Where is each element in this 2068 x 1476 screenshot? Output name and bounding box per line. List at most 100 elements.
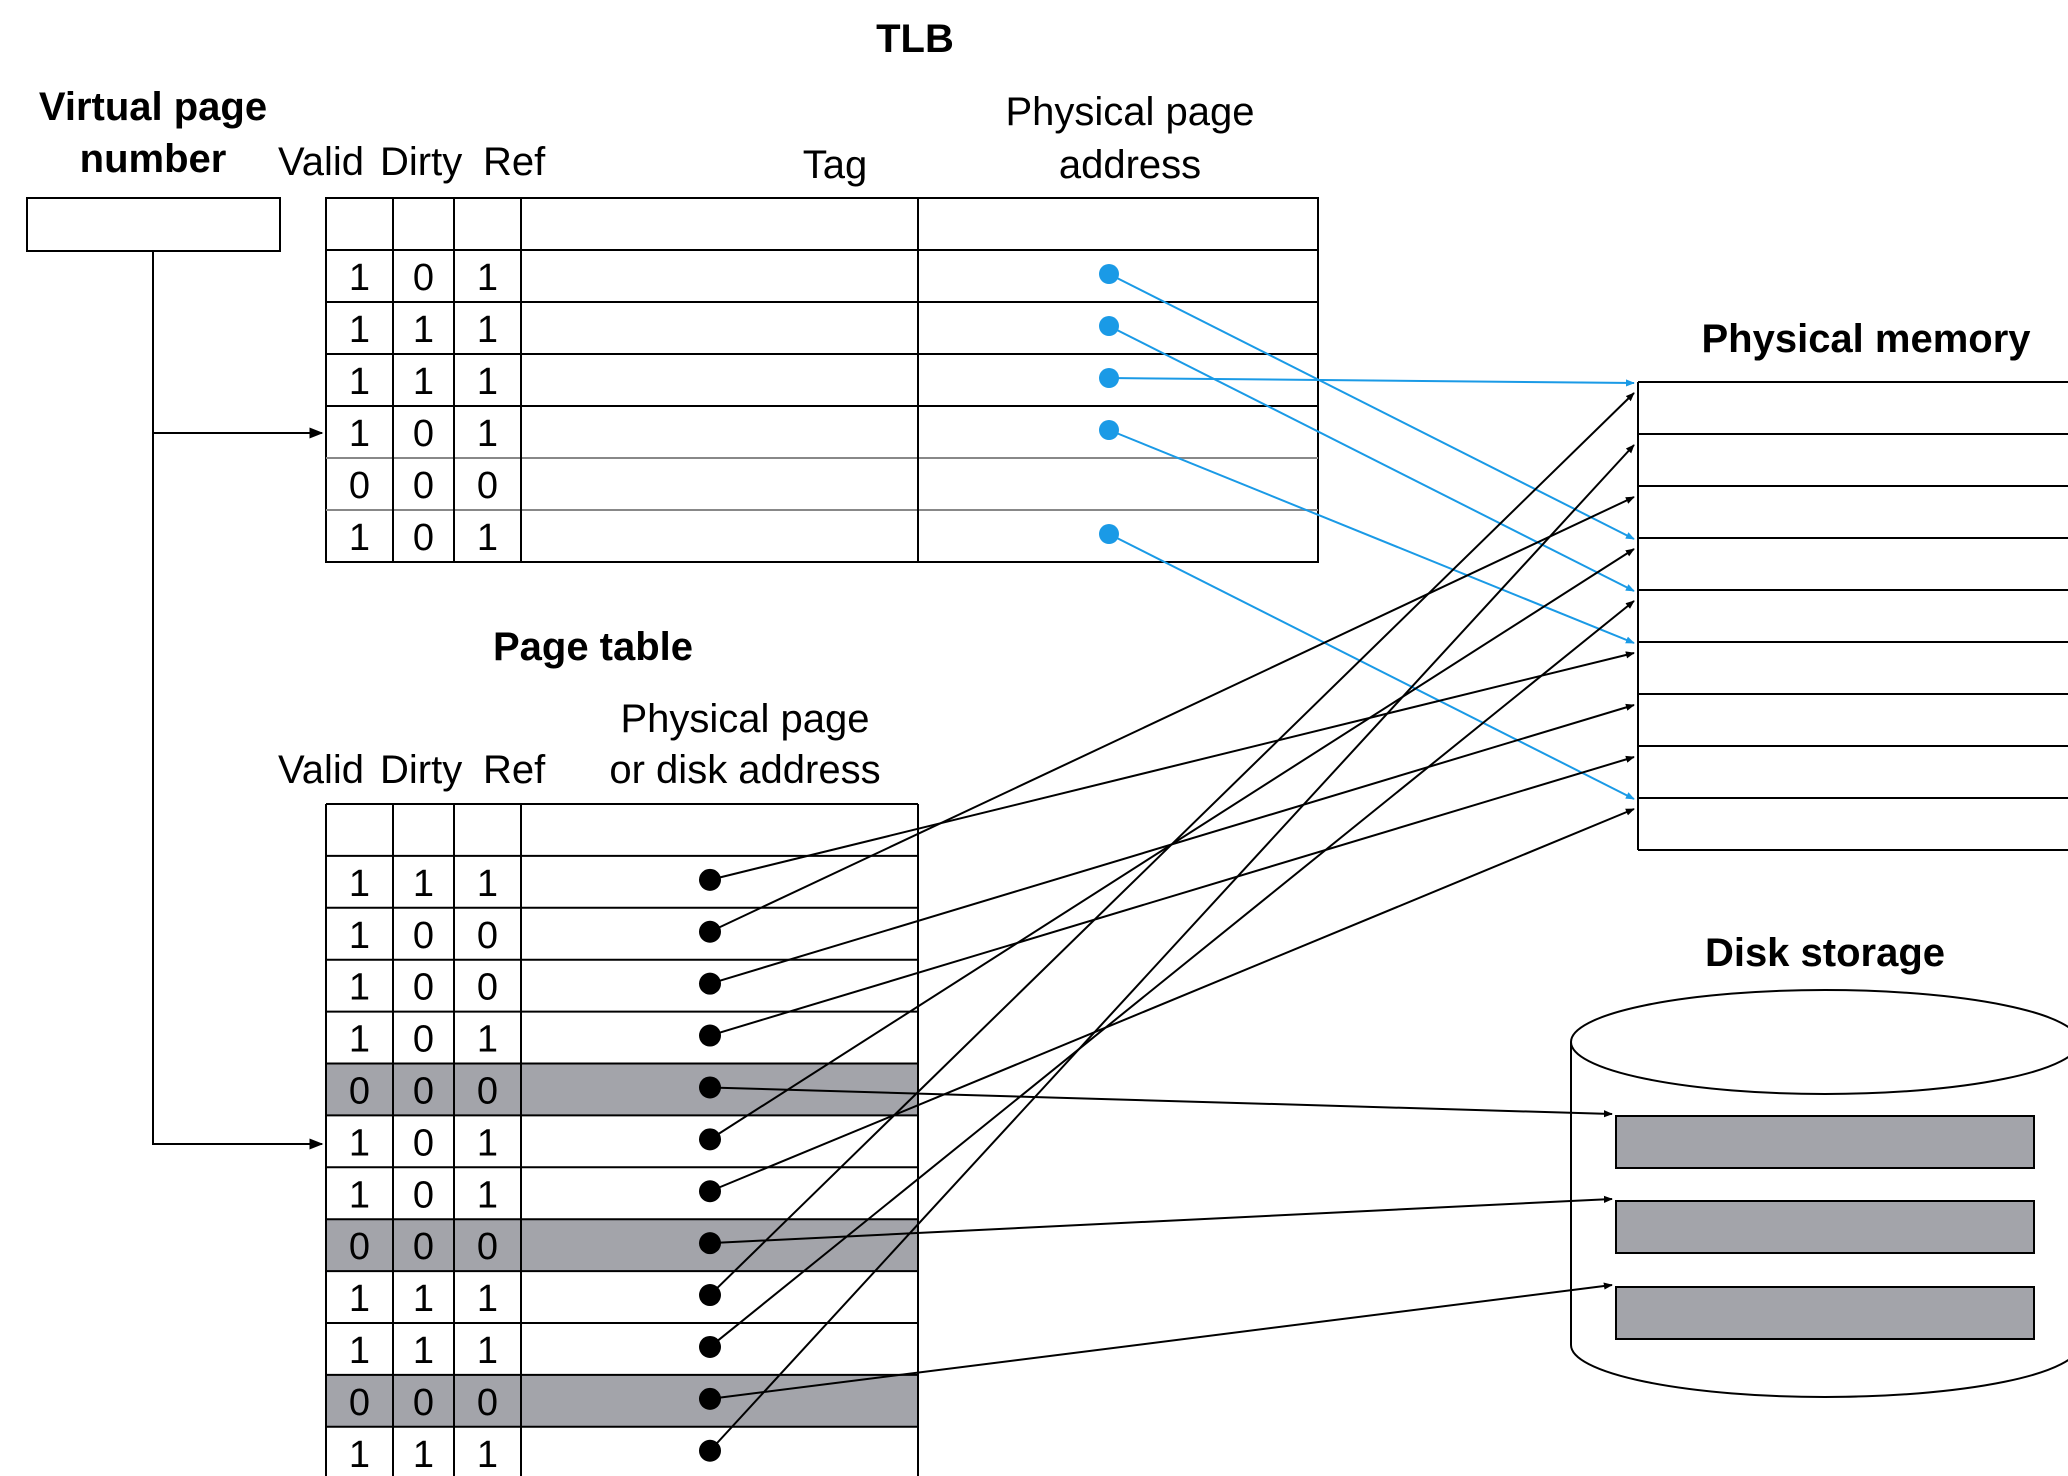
tlb-dirty-bit: 1 [413, 361, 434, 403]
virtual-page-number-label: Virtual page [39, 85, 267, 129]
tlb-ref-bit: 1 [477, 309, 498, 351]
tlb-ref-bit: 1 [477, 517, 498, 559]
page-table-valid-bit: 1 [349, 1278, 370, 1320]
tlb-dirty-header: Dirty [380, 140, 462, 184]
page-table-ref-bit: 0 [477, 1070, 498, 1112]
page-table-ref-bit: 1 [477, 1434, 498, 1476]
pt-dirty-header: Dirty [380, 748, 462, 792]
pt-ref-header: Ref [483, 748, 546, 792]
tlb-ppa-header: Physical page [1005, 90, 1254, 134]
page-table-ref-bit: 1 [477, 863, 498, 905]
page-table-dirty-bit: 1 [413, 1434, 434, 1476]
page-table-invalid-row [326, 1374, 918, 1427]
page-table-valid-bit: 1 [349, 1122, 370, 1164]
disk-cylinder-top [1570, 989, 2068, 1095]
page-table-ref-bit: 0 [477, 1226, 498, 1268]
page-table-dirty-bit: 0 [413, 1019, 434, 1061]
disk-block [1615, 1200, 2035, 1254]
tlb-to-memory-arrow [1108, 377, 1635, 387]
tlb-ref-bit: 0 [477, 465, 498, 507]
tlb-ref-bit: 1 [477, 257, 498, 299]
page-table-to-memory-arrow [709, 600, 1635, 1348]
tlb-valid-bit: 1 [349, 361, 370, 403]
page-table-dirty-bit: 1 [413, 1278, 434, 1320]
mapping-arrows [699, 264, 1635, 1462]
tlb-dirty-bit: 0 [413, 413, 434, 455]
page-table-to-memory-arrow [709, 392, 1635, 1296]
tlb-outline [325, 197, 1319, 563]
tlb-dirty-bit: 0 [413, 257, 434, 299]
page-table-ref-bit: 1 [477, 1278, 498, 1320]
page-table-valid-bit: 1 [349, 863, 370, 905]
disk-block [1615, 1286, 2035, 1340]
page-table-to-memory-arrow [709, 651, 1635, 881]
tlb-ref-bit: 1 [477, 413, 498, 455]
page-table-dirty-bit: 0 [413, 1122, 434, 1164]
tlb-valid-bit: 1 [349, 517, 370, 559]
tlb-dirty-bit: 0 [413, 465, 434, 507]
tlb-dirty-bit: 0 [413, 517, 434, 559]
page-table-ref-bit: 0 [477, 915, 498, 957]
page-table-to-memory-arrow [709, 808, 1635, 1193]
vpn-to-page-table-arrow [152, 433, 324, 1150]
tlb-title: TLB [876, 17, 954, 61]
pt-address-header: Physical page [620, 697, 869, 741]
page-table-valid-bit: 1 [349, 1174, 370, 1216]
page-table-to-memory-arrow [709, 496, 1635, 933]
tlb-dirty-bit: 1 [413, 309, 434, 351]
page-table-to-memory-arrow [709, 755, 1635, 1037]
page-table-invalid-row [326, 1063, 918, 1116]
page-table-ref-bit: 0 [477, 1382, 498, 1424]
disk-block [1615, 1115, 2035, 1169]
page-table-dirty-bit: 0 [413, 1070, 434, 1112]
tlb-to-memory-arrow [1108, 533, 1635, 800]
tlb-ppa-header-2: address [1059, 143, 1201, 187]
page-table-valid-bit: 0 [349, 1070, 370, 1112]
page-table-dirty-bit: 0 [413, 967, 434, 1009]
page-table-to-disk-arrow [709, 1282, 1613, 1400]
page-table-ref-bit: 1 [477, 1019, 498, 1061]
page-table-dirty-bit: 0 [413, 915, 434, 957]
page-table-to-disk-arrow [709, 1086, 1613, 1118]
tlb-tag-header: Tag [803, 143, 868, 187]
pt-address-header-2: or disk address [609, 748, 880, 792]
tlb-to-memory-arrow [1108, 429, 1635, 644]
page-table-ref-bit: 1 [477, 1122, 498, 1164]
page-table-valid-bit: 1 [349, 1019, 370, 1061]
page-table-ref-bit: 1 [477, 1174, 498, 1216]
tlb-valid-bit: 1 [349, 413, 370, 455]
tlb-to-memory-arrow [1108, 273, 1635, 540]
page-table-to-memory-arrow [709, 444, 1635, 1452]
page-table-valid-bit: 1 [349, 915, 370, 957]
tlb-ref-bit: 1 [477, 361, 498, 403]
page-table-dirty-bit: 1 [413, 1330, 434, 1372]
pt-valid-header: Valid [278, 748, 364, 792]
page-table-dirty-bit: 0 [413, 1226, 434, 1268]
page-table-valid-bit: 1 [349, 967, 370, 1009]
tlb-valid-bit: 1 [349, 257, 370, 299]
page-table-ref-bit: 0 [477, 967, 498, 1009]
tlb-valid-header: Valid [278, 140, 364, 184]
disk-storage-label: Disk storage [1705, 931, 1945, 975]
page-table-valid-bit: 1 [349, 1434, 370, 1476]
page-table-valid-bit: 1 [349, 1330, 370, 1372]
virtual-page-number-label-2: number [80, 137, 227, 181]
page-table-dirty-bit: 0 [413, 1382, 434, 1424]
virtual-page-number-box [26, 197, 281, 252]
page-table-invalid-row [326, 1219, 918, 1272]
page-table-to-disk-arrow [709, 1195, 1613, 1245]
disk-storage [1570, 989, 2068, 1398]
page-table-dirty-bit: 1 [413, 863, 434, 905]
tlb-to-memory-arrow [1108, 325, 1635, 592]
tlb-valid-bit: 1 [349, 309, 370, 351]
page-table-valid-bit: 0 [349, 1226, 370, 1268]
page-table-ref-bit: 1 [477, 1330, 498, 1372]
page-table-title: Page table [493, 625, 693, 669]
page-table-valid-bit: 0 [349, 1382, 370, 1424]
vpn-to-tlb-arrow [152, 251, 324, 439]
tlb-ref-header: Ref [483, 140, 546, 184]
physical-memory [1637, 381, 2068, 851]
